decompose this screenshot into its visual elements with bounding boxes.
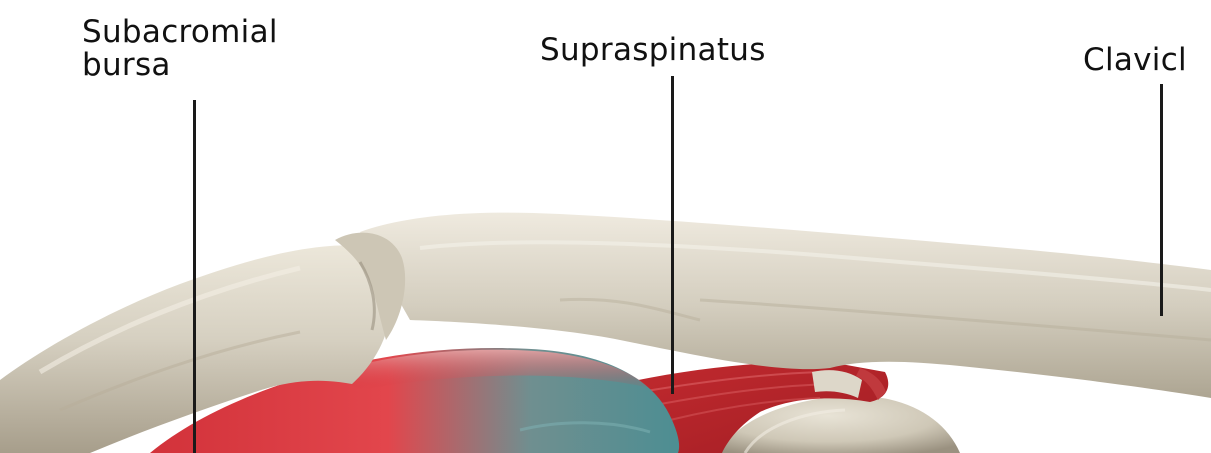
leader-line-clavicle (1160, 84, 1163, 316)
leader-line-supraspinatus (671, 76, 674, 394)
label-subacromial-bursa: Subacromial bursa (82, 16, 278, 82)
leader-line-subacromial-bursa (193, 100, 196, 453)
label-subacromial-bursa-line1: Subacromial (82, 16, 278, 49)
label-clavicle: Clavicl (1083, 44, 1187, 77)
label-supraspinatus: Supraspinatus (540, 34, 766, 67)
label-subacromial-bursa-line2: bursa (82, 49, 278, 82)
